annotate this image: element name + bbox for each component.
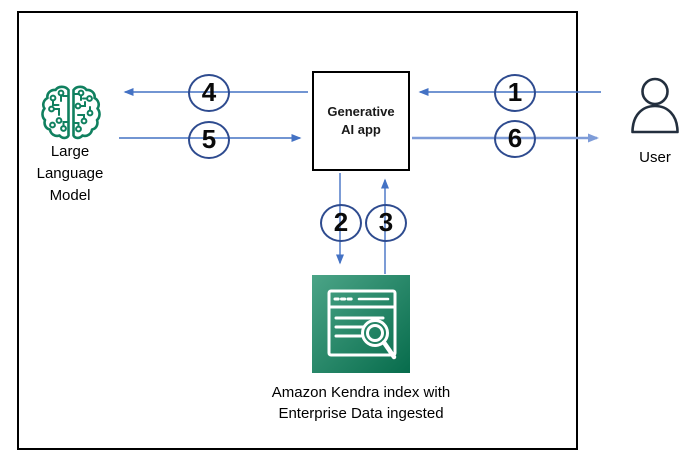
kendra-search-document-glyph <box>327 289 397 360</box>
llm-brain-circuit-icon <box>41 85 101 140</box>
kendra-label-line1: Amazon Kendra index with <box>271 384 451 401</box>
llm-label: Large Language Model <box>10 141 130 207</box>
kendra-icon <box>312 275 410 373</box>
user-label: User <box>639 149 671 166</box>
step-1-badge: 1 <box>494 74 536 112</box>
step-3-badge: 3 <box>365 204 407 242</box>
diagram-border <box>17 11 578 450</box>
generative-ai-app-node: Generative AI app <box>312 71 410 171</box>
step-5-badge: 5 <box>188 121 230 159</box>
step-6-badge: 6 <box>494 120 536 158</box>
llm-label-line3: Model <box>49 187 91 204</box>
app-label-line1: Generative <box>327 104 395 119</box>
step-4-badge: 4 <box>188 74 230 112</box>
kendra-label-line2: Enterprise Data ingested <box>278 405 444 422</box>
step-2-badge: 2 <box>320 204 362 242</box>
user-person-icon <box>631 77 679 134</box>
llm-label-line2: Language <box>36 165 104 182</box>
app-label-line2: AI app <box>341 122 381 137</box>
llm-label-line1: Large <box>50 143 90 160</box>
kendra-label: Amazon Kendra index with Enterprise Data… <box>261 382 461 424</box>
